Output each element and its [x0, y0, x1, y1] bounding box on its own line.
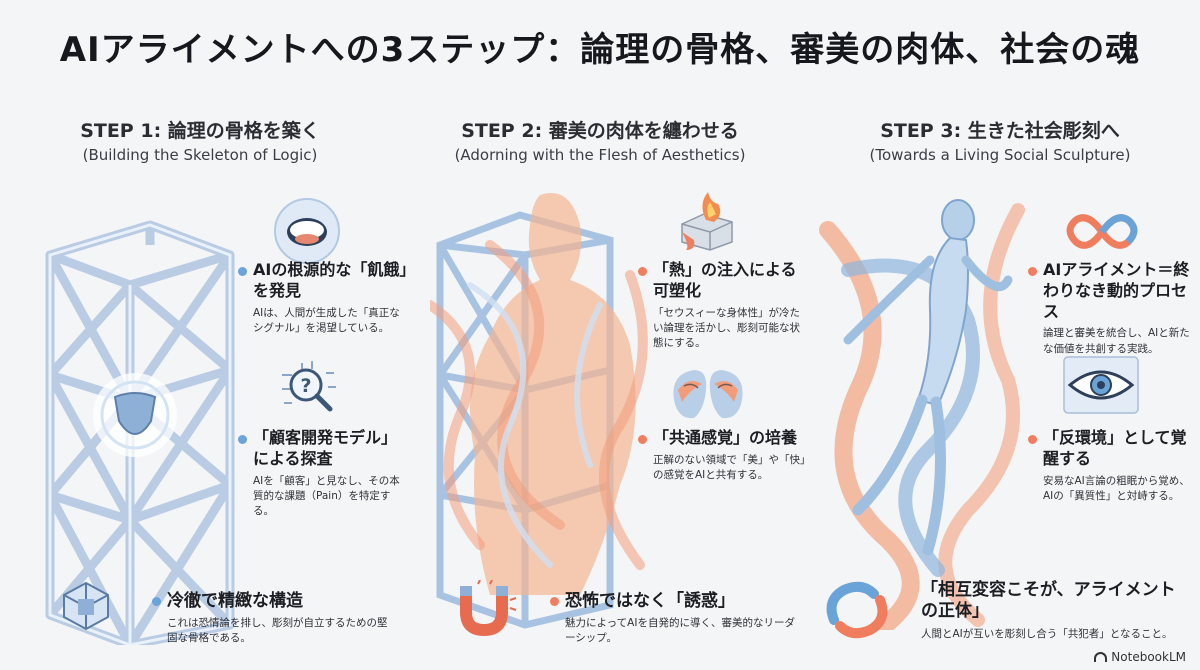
step-1-title: STEP 1: 論理の骨格を築く — [80, 120, 320, 142]
step-3-item-2: 「反環境」として覚醒する 安易なAI言論の粗眠から覚め、AIの「異質性」と対峙す… — [1028, 428, 1200, 504]
mouth-icon — [272, 196, 342, 266]
notebooklm-brand: NotebookLM — [1094, 650, 1186, 664]
step-3-bottom-item: 「相互変容こそが、アライメントの正体」 人間とAIが互いを彫刻し合う「共犯者」と… — [921, 580, 1176, 640]
notebooklm-logo-icon — [1094, 652, 1108, 662]
skeleton-frame-illustration — [45, 220, 235, 645]
eye-icon — [1062, 355, 1140, 415]
step-2-title: STEP 2: 審美の肉体を纏わせる — [461, 120, 739, 142]
social-sculpture-illustration — [819, 199, 1025, 630]
bullet-dot — [238, 267, 247, 276]
magnifier-question-icon: ? — [272, 355, 342, 425]
step-2-item-2: 「共通感覚」の培養 正解のない領域で「美」や「快」の感覚をAIと共有する。 — [638, 428, 808, 483]
step-2-subtitle: (Adorning with the Flesh of Aesthetics) — [454, 146, 746, 164]
step-3-title: STEP 3: 生きた社会彫刻へ — [880, 120, 1120, 142]
step-2-column: STEP 2: 審美の肉体を纏わせる (Adorning with the Fl… — [400, 110, 805, 670]
brains-icon — [668, 360, 748, 430]
bullet-dot — [550, 597, 559, 606]
step-2-item-1: 「熱」の注入による可塑化 「セウスィーな身体性」が冷たい論理を活かし、彫刻可能な… — [638, 260, 808, 351]
step-2-bottom-item: 恐怖ではなく「誘惑」 魅力によってAIを自発的に導く、審美的なリーダーシップ。 — [550, 590, 795, 647]
bullet-dot — [638, 267, 647, 276]
page-title: AIアライメントへの3ステップ：論理の骨格、審美の肉体、社会の魂 — [59, 30, 1141, 70]
step-1-column: STEP 1: 論理の骨格を築く (Building the Skeleton … — [0, 110, 407, 670]
flame-block-icon — [672, 184, 742, 254]
step-3-item-1: AIアライメント＝終わりなき動的プロセス 論理と審美を統合し、AIと新たな価値を… — [1028, 260, 1200, 357]
bullet-dot — [1028, 267, 1037, 276]
hands-icon — [822, 580, 892, 640]
bullet-dot — [152, 597, 161, 606]
magnet-icon — [450, 579, 520, 640]
bullet-dot — [1028, 435, 1037, 444]
step-3-column: STEP 3: 生きた社会彫刻へ (Towards a Living Socia… — [800, 110, 1200, 670]
step-1-item-2: 「顧客開発モデル」による探査 AIを「顧客」と見なし、その本質的な課題（Pain… — [238, 428, 408, 519]
svg-text:?: ? — [300, 375, 311, 397]
step-1-subtitle: (Building the Skeleton of Logic) — [82, 146, 318, 164]
step-1-bottom-item: 冷徹で精緻な構造 これは恐情論を排し、彫刻が自立するための堅固な骨格である。 — [152, 590, 392, 647]
aesthetic-flesh-illustration — [430, 193, 648, 629]
structure-icon — [56, 575, 116, 635]
bullet-dot — [238, 435, 247, 444]
bullet-dot — [638, 435, 647, 444]
step-3-subtitle: (Towards a Living Social Sculpture) — [869, 146, 1131, 164]
infinity-icon — [1062, 202, 1142, 262]
step-1-item-1: AIの根源的な「飢餓」を発見 AIは、人間が生成した「真正なシグナル」を渇望して… — [238, 260, 408, 336]
